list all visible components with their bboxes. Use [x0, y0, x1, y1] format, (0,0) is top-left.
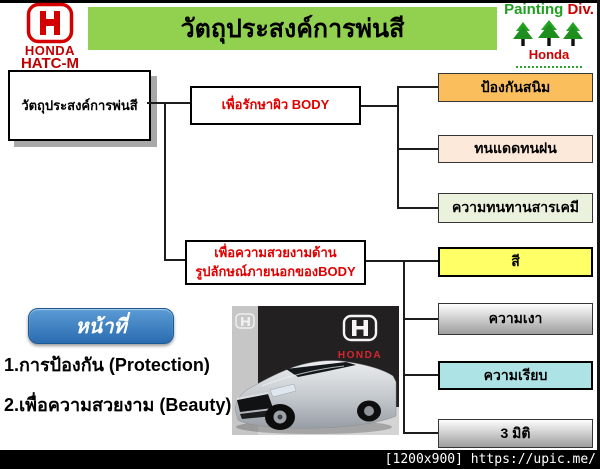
trees-icon	[513, 19, 583, 46]
footer-bar: [1200x900] https://upic.me/	[0, 450, 600, 469]
root-box: วัตถุประสงค์การพ่นสี	[8, 70, 151, 141]
branch-beauty-line2: รูปลักษณ์ภายนอกของBODY	[195, 263, 356, 279]
leaf-box-3d: 3 มิติ	[438, 419, 593, 448]
connector-line	[357, 105, 399, 107]
connector-line	[397, 207, 438, 209]
honda-logo-icon	[26, 2, 74, 44]
brand-subname: HATC-M	[20, 55, 80, 72]
honda-badge-small-icon	[235, 313, 255, 329]
honda-tagline-illegible	[516, 62, 582, 68]
leaf-box-gloss: ความเงา	[438, 303, 593, 335]
connector-line	[397, 86, 438, 88]
photo-honda-wordmark: HONDA	[338, 350, 382, 361]
honda-car-photo: HONDA	[232, 306, 399, 435]
connector-line	[403, 374, 438, 376]
leaf-box-chemical: ความทนทานสารเคมี	[438, 193, 593, 223]
painting-div-honda-label: Honda	[528, 46, 570, 62]
leaf-box-rust: ป้องกันสนิม	[438, 73, 593, 102]
branch-box-protect: เพื่อรักษาผิว BODY	[190, 86, 361, 125]
connector-line	[403, 432, 438, 434]
connector-line	[164, 102, 166, 261]
page-title: วัตถุประสงค์การพ่นสี	[88, 7, 497, 50]
frame-edge-top	[0, 0, 600, 3]
painting-div-logo: Painting Div. Honda	[500, 1, 598, 68]
connector-line	[147, 102, 190, 104]
connector-line	[164, 259, 185, 261]
connector-line	[403, 318, 438, 320]
leaf-box-weather: ทนแดดทนฝน	[438, 135, 593, 163]
leaf-box-color: สี	[438, 247, 593, 277]
branch-beauty-line1: เพื่อความสวยงามด้าน	[214, 244, 337, 260]
connector-line	[397, 148, 438, 150]
duty-item-beauty: 2.เพื่อความสวยงาม (Beauty)	[4, 395, 232, 415]
painting-div-word: Div.	[567, 1, 594, 18]
connector-line	[403, 260, 405, 434]
car-illustration	[234, 360, 397, 434]
duty-button: หน้าที่	[28, 308, 174, 344]
painting-div-word: Painting	[504, 1, 564, 18]
leaf-box-smooth: ความเรียบ	[438, 361, 593, 390]
frame-edge-right	[597, 0, 600, 469]
connector-line	[397, 86, 399, 209]
branch-box-beauty: เพื่อความสวยงามด้าน รูปลักษณ์ภายนอกของBO…	[185, 240, 366, 285]
painting-div-label: Painting Div.	[500, 1, 598, 19]
brand-name: HONDA	[24, 43, 76, 58]
honda-badge-white-icon	[342, 314, 378, 342]
duty-item-protection: 1.การป้องกัน (Protection)	[4, 355, 210, 375]
footer-text: [1200x900] https://upic.me/	[384, 452, 596, 467]
connector-line	[362, 260, 438, 262]
